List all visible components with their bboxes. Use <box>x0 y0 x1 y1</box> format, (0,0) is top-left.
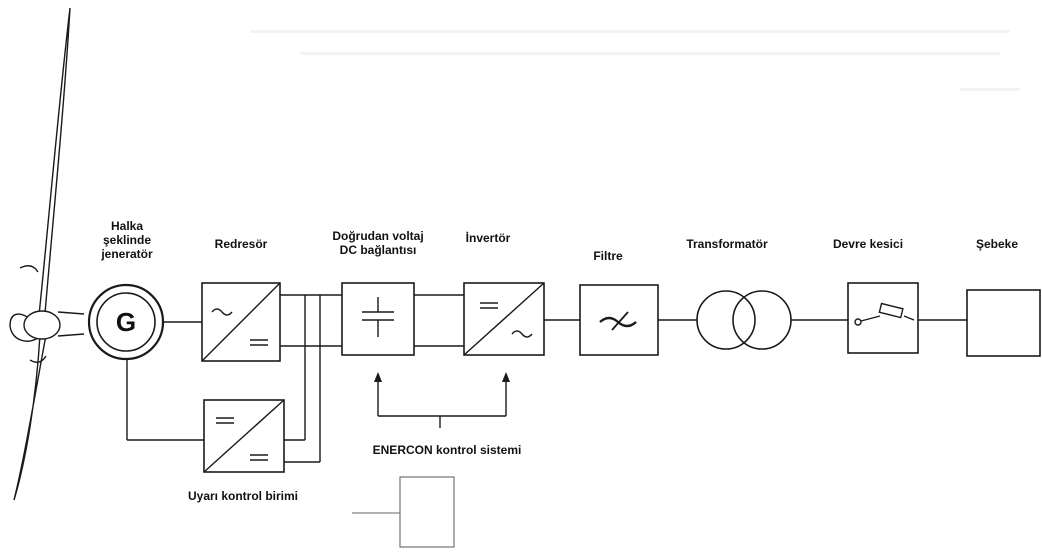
dc-bus-lines <box>280 294 342 462</box>
dc-link-label-line: Doğrudan voltaj <box>332 229 424 243</box>
background-artifact <box>960 88 1020 91</box>
inverter-block <box>463 282 545 356</box>
generator-label-line: şeklinde <box>102 233 152 247</box>
excitation-controller-block <box>126 359 320 473</box>
control-signal-lines <box>377 376 507 428</box>
generator-label-line: Halka <box>110 219 144 233</box>
transformer-label: Transformatör <box>686 237 768 251</box>
filter-block <box>579 284 659 356</box>
control-system-label: ENERCON kontrol sistemi <box>372 443 522 457</box>
generator-label: Halka şeklinde jeneratör <box>93 219 161 261</box>
dc-link-capacitor-block <box>341 282 415 356</box>
grid-label: Şebeke <box>975 237 1019 251</box>
generator-label-line: jeneratör <box>101 247 153 261</box>
generator-symbol-text: G <box>116 307 136 337</box>
background-artifact <box>300 52 1000 55</box>
excitation-unit-label: Uyarı kontrol birimi <box>187 489 299 503</box>
inverter-label: İnvertör <box>465 231 511 245</box>
arrow-up-icon <box>374 372 382 382</box>
transformer-symbol <box>696 290 792 350</box>
control-system-box <box>352 476 455 548</box>
breaker-label: Devre kesici <box>832 237 904 251</box>
filter-label: Filtre <box>593 249 623 263</box>
wind-turbine-rotor <box>9 7 85 501</box>
rectifier-block <box>201 282 281 362</box>
circuit-breaker-block <box>847 282 919 354</box>
dc-link-label-line: DC bağlantısı <box>339 243 417 257</box>
arrow-up-icon <box>502 372 510 382</box>
dc-link-label: Doğrudan voltaj DC bağlantısı <box>318 229 438 257</box>
rectifier-label: Redresör <box>214 237 268 251</box>
background-artifact <box>250 30 1010 33</box>
grid-block <box>966 289 1041 357</box>
